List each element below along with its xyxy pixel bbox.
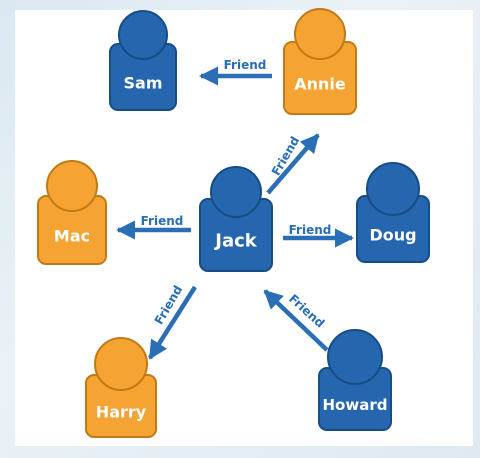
edge-label: Friend [289,223,332,237]
edge-jack-to-annie: Friend [266,133,320,195]
person-label: Howard [323,396,388,414]
person-label: Doug [369,226,416,245]
person-head-icon [294,8,346,60]
person-node-howard[interactable]: Howard [318,329,392,431]
edge-jack-to-harry: Friend [148,283,197,360]
person-node-harry[interactable]: Harry [85,337,157,438]
person-node-doug[interactable]: Doug [356,162,430,263]
edge-jack-to-mac: Friend [116,214,191,240]
edge-label: Friend [286,292,327,331]
edge-arrow [263,289,329,352]
person-head-icon [366,162,420,216]
person-head-icon [94,337,148,391]
person-head-icon [118,10,168,60]
person-node-annie[interactable]: Annie [283,8,357,115]
person-label: Annie [294,75,346,94]
edge-howard-to-jack: Friend [263,289,329,352]
person-head-icon [327,329,383,385]
person-label: Jack [213,231,258,252]
person-label: Sam [124,74,163,93]
edge-label: Friend [224,58,267,72]
person-node-sam[interactable]: Sam [109,10,177,111]
edge-label: Friend [141,214,184,228]
person-node-mac[interactable]: Mac [37,160,107,265]
person-head-icon [210,166,262,218]
person-label: Harry [96,403,147,422]
person-label: Mac [54,227,90,246]
person-head-icon [46,160,98,212]
edge-arrow [148,285,197,360]
edge-annie-to-sam: Friend [199,58,272,86]
edge-arrow [266,133,320,195]
edge-jack-to-doug: Friend [283,223,354,248]
edge-label: Friend [152,283,185,327]
person-node-jack[interactable]: Jack [199,166,273,272]
